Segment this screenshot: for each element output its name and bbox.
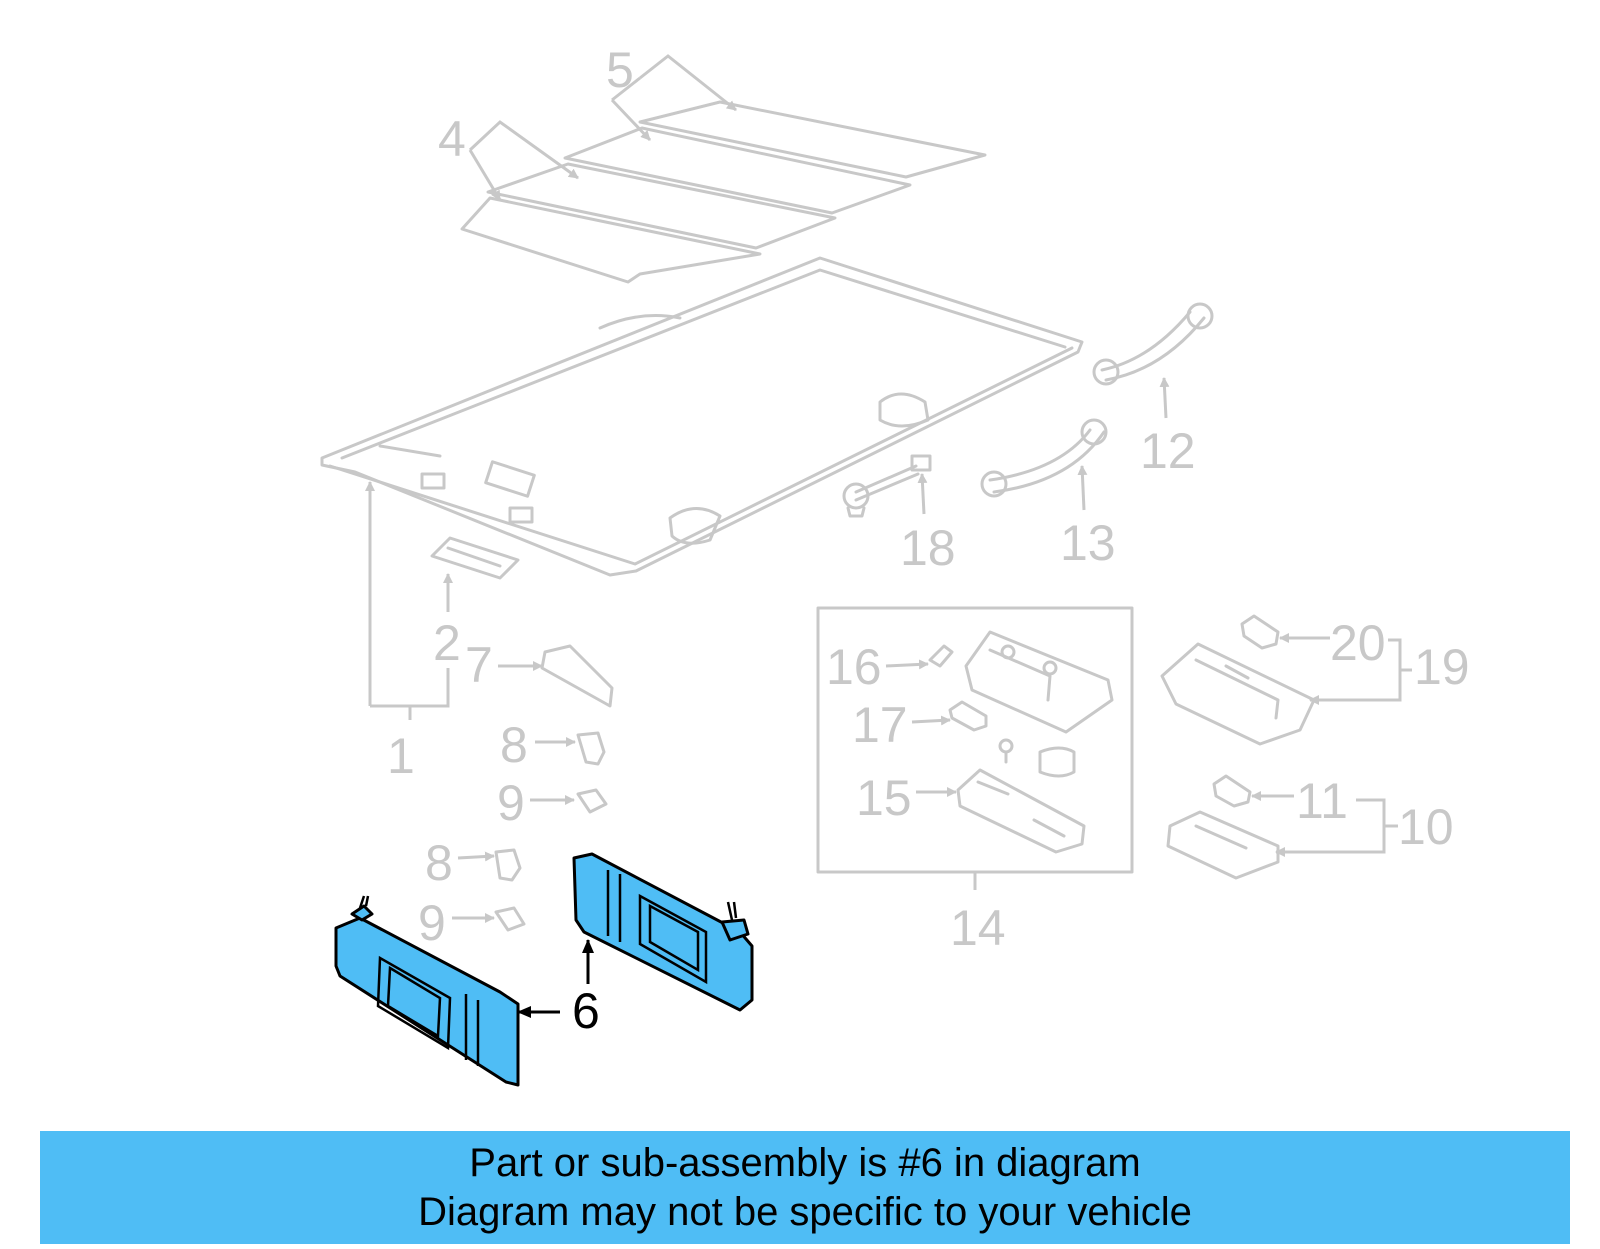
callout-20: 20: [1330, 615, 1386, 671]
sun-visor-right: [572, 852, 754, 1012]
part-8-lower: [494, 848, 522, 882]
sun-visor-left: [334, 895, 520, 1087]
callout-2: 2: [433, 615, 461, 671]
banner-line-disclaimer: Diagram may not be specific to your vehi…: [418, 1190, 1192, 1234]
callout-6: 6: [572, 983, 600, 1039]
grab-handle-13: [980, 418, 1108, 498]
callout-11: 11: [1296, 773, 1348, 829]
callout-18: 18: [900, 520, 956, 576]
part-17: [948, 700, 1076, 778]
courtesy-lamp-10: [1166, 810, 1280, 880]
callout-8-upper: 8: [500, 717, 528, 773]
part-8-upper: [576, 731, 606, 766]
callout-8-lower: 8: [425, 835, 453, 891]
bulb-11: [1212, 774, 1252, 808]
callout-15: 15: [856, 770, 912, 826]
part-18: [842, 454, 932, 518]
leaders-4-5: [468, 54, 737, 201]
callout-1: 1: [387, 728, 415, 784]
bulb-20: [1240, 614, 1280, 650]
callout-12: 12: [1140, 423, 1196, 479]
callout-7: 7: [465, 637, 493, 693]
callout-16: 16: [826, 639, 882, 695]
callout-17: 17: [852, 697, 908, 753]
callout-5: 5: [606, 42, 634, 98]
leader-13: [1077, 465, 1088, 511]
banner-line-part: Part or sub-assembly is #6 in diagram: [469, 1141, 1141, 1185]
callout-19: 19: [1414, 639, 1470, 695]
part-9-upper: [576, 788, 608, 814]
part-9-lower: [494, 906, 526, 932]
leader-18: [917, 473, 928, 515]
leader-16: [885, 659, 929, 670]
map-lamp-19: [1160, 642, 1316, 746]
part-2-clip: [430, 536, 520, 580]
leader-1b: [370, 668, 450, 708]
leader-17: [911, 715, 951, 726]
callout-4: 4: [438, 111, 466, 167]
lens-15: [956, 768, 1086, 854]
callout-14: 14: [950, 900, 1006, 956]
dome-lamp-14: [964, 630, 1114, 734]
info-banner: Part or sub-assembly is #6 in diagram Di…: [40, 1131, 1570, 1244]
callout-13: 13: [1060, 515, 1116, 571]
roof-pads: [460, 100, 987, 284]
grab-handle-12: [1092, 302, 1214, 386]
part-16: [928, 644, 954, 668]
callout-10: 10: [1398, 799, 1454, 855]
leader-12: [1159, 377, 1170, 419]
leader-8-lower: [457, 851, 495, 862]
part-7: [540, 644, 614, 708]
callout-9-lower: 9: [418, 895, 446, 951]
callout-9-upper: 9: [497, 775, 525, 831]
headliner: [320, 256, 1084, 577]
